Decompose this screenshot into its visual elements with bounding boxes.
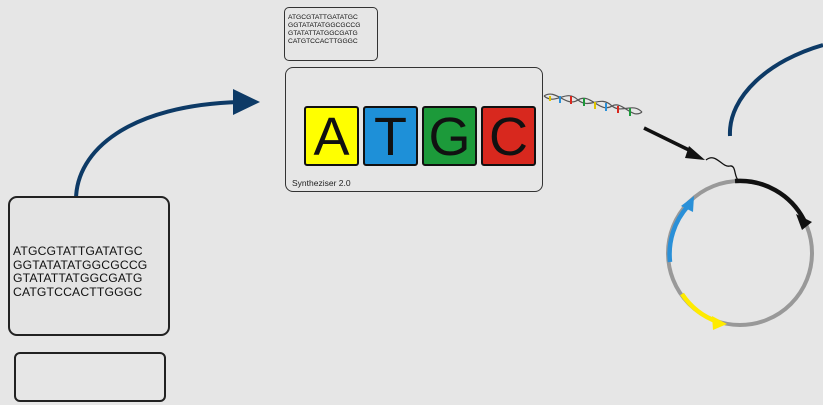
card-sequence-line: GTATATTATGGCGATG	[288, 30, 358, 37]
sequence-line: GTATATTATGGCGATG	[13, 271, 143, 285]
card-sequence-line: CATGTCCACTTGGGC	[288, 38, 358, 45]
sequence-line: GGTATATATGGCGCCG	[13, 257, 148, 272]
sequence-line: ATGCGTATTGATATGC	[13, 244, 143, 258]
plasmid-blue-feature	[667, 204, 690, 263]
synth-to-plasmid-arrow	[643, 126, 694, 154]
nucleotide-tile-g: G	[422, 106, 477, 166]
computer-to-synth-arrowhead	[233, 89, 260, 115]
plasmid-outgoing-arrow	[727, 43, 823, 137]
keyboard	[14, 352, 166, 402]
nucleotide-tile-c: C	[481, 106, 536, 166]
sequence-line: CATGTCCACTTGGGC	[13, 284, 143, 299]
plasmid-insert-arrowhead	[796, 214, 812, 230]
dna-synthesizer: A T G C Syntheziser 2.0	[285, 67, 543, 192]
computer-to-synth-arrow	[74, 100, 241, 201]
computer-screen: ATGCGTATTGATATGC GGTATATATGGCGCCG GTATAT…	[8, 196, 170, 336]
sequence-card: ATGCGTATTGATATGC GGTATATATGGCGCCG GTATAT…	[284, 7, 378, 61]
plasmid-insert-arc	[734, 178, 807, 222]
synthesizer-label: Syntheziser 2.0	[292, 178, 351, 188]
card-sequence-line: GGTATATATGGCGCCG	[288, 22, 361, 29]
nucleotide-tile-a: A	[304, 106, 359, 166]
nucleotide-tile-t: T	[363, 106, 418, 166]
synth-to-plasmid-arrowhead	[685, 146, 705, 160]
plasmid-blue-arrowhead	[681, 196, 694, 212]
card-sequence-line: ATGCGTATTGATATGC	[288, 14, 358, 21]
plasmid-yellow-arrowhead	[712, 316, 727, 330]
insert-linker	[705, 157, 739, 181]
dna-double-helix	[543, 93, 643, 116]
